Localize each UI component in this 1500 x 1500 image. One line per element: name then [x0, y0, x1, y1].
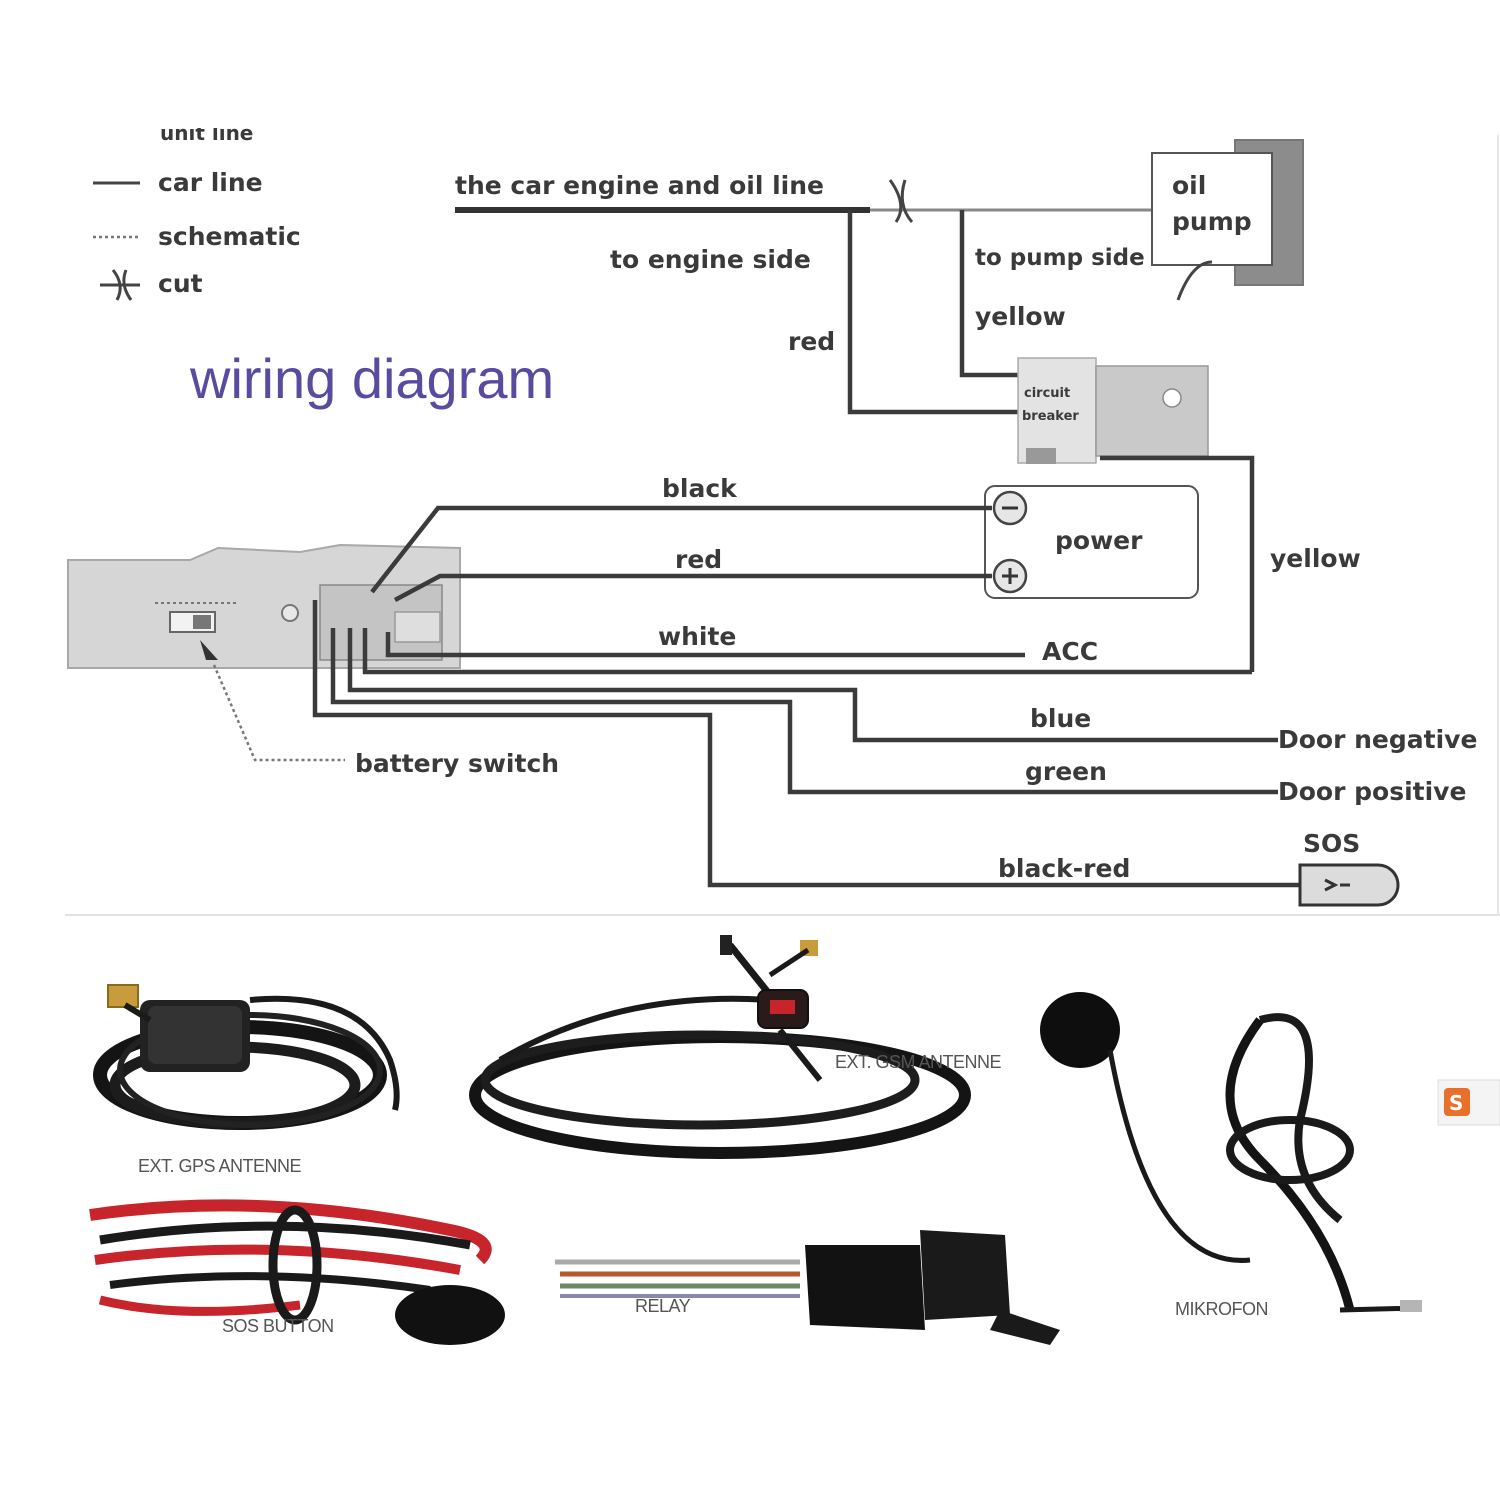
battery-switch-callout — [212, 664, 345, 762]
legend-partial-line: unit line — [160, 121, 253, 145]
engine-oil-line-label: the car engine and oil line — [455, 171, 824, 200]
door-negative-label: Door negative — [1278, 725, 1477, 754]
led-indicator — [281, 604, 299, 622]
sos-label: SOS — [1303, 829, 1360, 858]
black-red-wire-label: black-red — [998, 854, 1130, 883]
watermark-logo-icon: S — [1437, 1079, 1500, 1126]
green-wire-label: green — [1025, 757, 1107, 786]
legend-car-line: car line — [158, 168, 263, 197]
power-supply: power — [984, 485, 1199, 599]
legend: unit line car line schematic cut — [93, 121, 301, 301]
cut-icon — [100, 269, 140, 301]
yellow-wire-pump — [959, 210, 1030, 378]
black-wire — [370, 505, 992, 594]
battery-switch-label: battery switch — [355, 749, 559, 778]
blue-wire — [347, 628, 1278, 743]
white-wire-label: white — [658, 622, 736, 651]
gps-antenne-photo — [93, 984, 400, 1130]
pointer-arrow-icon — [200, 640, 218, 660]
black-red-wire — [312, 600, 1300, 888]
legend-cut: cut — [158, 269, 203, 298]
oil-pump-label-oil: oil — [1172, 171, 1206, 200]
mikrofon-caption: MIKROFON — [1175, 1299, 1268, 1319]
legend-schematic: schematic — [158, 222, 301, 251]
white-wire — [385, 632, 1025, 658]
oil-pump-label-pump: pump — [1172, 207, 1252, 236]
gps-antenne-caption: EXT. GPS ANTENNE — [138, 1156, 302, 1176]
gsm-antenne-caption: EXT. GSM ANTENNE — [835, 1052, 1002, 1072]
black-wire-label: black — [662, 474, 738, 503]
sos-button-photo — [89, 1199, 505, 1345]
to-pump-side-label: to pump side — [975, 245, 1145, 271]
red-wire-label: red — [675, 545, 722, 574]
sos-button-caption: SOS BUTTON — [222, 1316, 334, 1336]
tracker-device — [67, 543, 461, 669]
green-wire — [330, 628, 1278, 795]
red-wire-engine-label: red — [788, 327, 835, 356]
blue-wire-label: blue — [1030, 704, 1091, 733]
diagram-title: wiring diagram — [189, 347, 554, 410]
door-positive-label: Door positive — [1278, 777, 1466, 806]
red-wire-engine — [847, 210, 1030, 415]
relay-photo — [555, 1230, 1060, 1345]
acc-label: ACC — [1042, 637, 1098, 666]
yellow-wire-pump-label: yellow — [975, 302, 1066, 331]
circuit-breaker-label-top: circuit — [1024, 386, 1070, 401]
to-engine-side-label: to engine side — [610, 245, 811, 274]
gsm-antenne-photo — [469, 935, 971, 1159]
cut-mark-icon — [888, 179, 914, 223]
yellow-wire-right-label: yellow — [1270, 544, 1361, 573]
yellow-wire-right — [1100, 455, 1255, 672]
oil-pump: oil pump — [1151, 139, 1304, 301]
engine-oil-line — [455, 179, 1155, 223]
mikrofon-photo — [1040, 992, 1422, 1313]
circuit-breaker-label-bottom: breaker — [1022, 409, 1079, 424]
sos-button-symbol — [1298, 863, 1400, 907]
power-label: power — [1055, 526, 1143, 555]
red-wire — [393, 573, 992, 602]
yellow-wire-device — [362, 628, 1252, 675]
relay-caption: RELAY — [635, 1296, 691, 1316]
svg-text:S: S — [1449, 1091, 1463, 1115]
circuit-breaker: circuit breaker — [1017, 357, 1209, 464]
